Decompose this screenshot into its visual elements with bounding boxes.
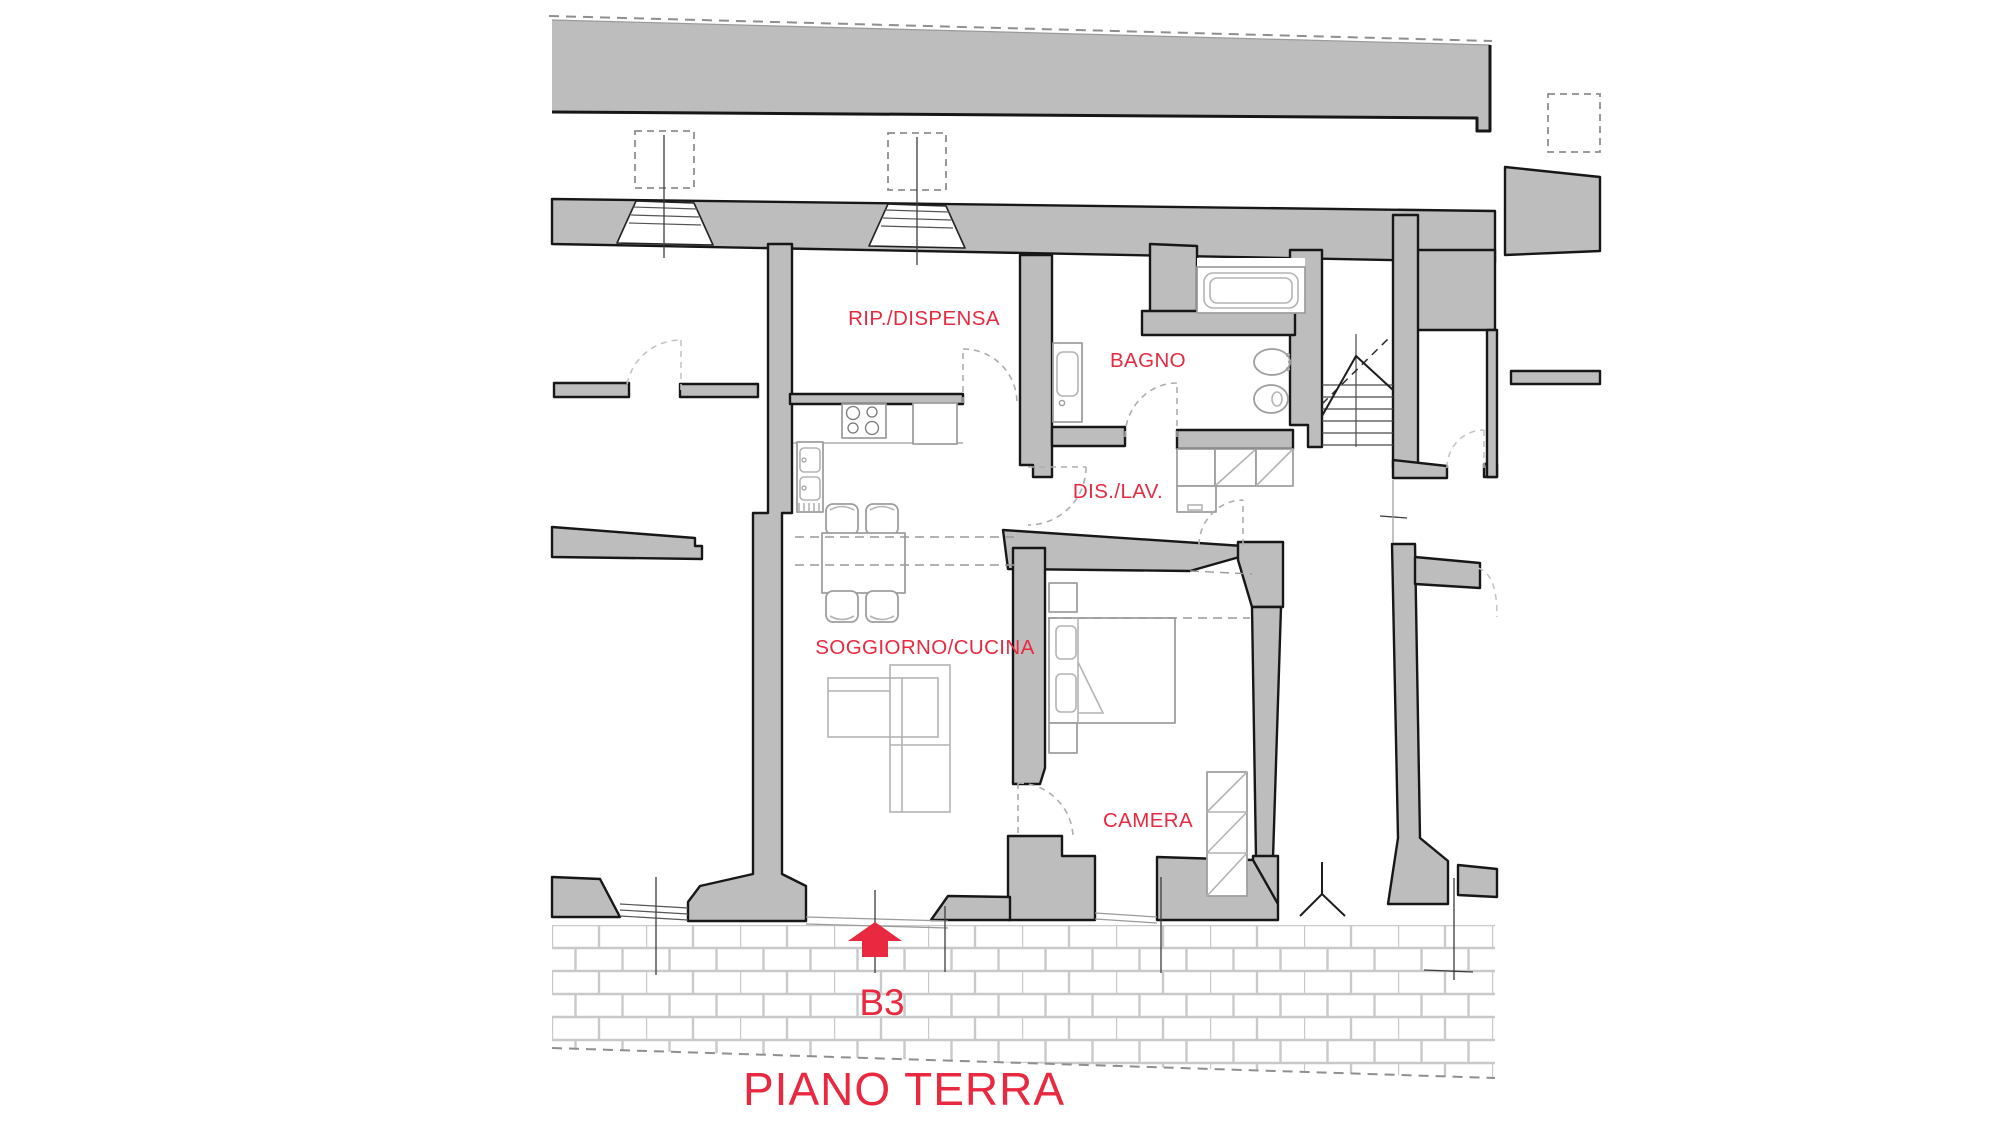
wall-dispensa-east-pier [1018, 253, 1054, 479]
room-label-soggiorno-cucina: SOGGIORNO/CUCINA [815, 636, 1034, 659]
washing-machine [1176, 485, 1217, 513]
wall-neighbor-partition-left [552, 381, 631, 399]
nightstand [1048, 582, 1078, 613]
wall-camera-east [1250, 605, 1283, 860]
wall-dislav-south [1001, 528, 1245, 573]
kitchen-sink [796, 441, 824, 513]
toilet [1253, 384, 1289, 414]
wall-right-room-east [1485, 328, 1499, 479]
wall-top-right-wedge [1503, 165, 1602, 257]
window-1-opening [616, 200, 714, 246]
wall-camera-southwest-pier [1006, 834, 1097, 922]
door-camera [1017, 782, 1074, 839]
pillow [1055, 625, 1077, 660]
room-label-bagno: BAGNO [1110, 349, 1186, 372]
walls [548, 15, 1602, 923]
doors [625, 339, 1498, 839]
door-dislav-camera [1198, 499, 1244, 546]
door-right-room [1446, 429, 1485, 469]
wall-neighbor-slab [550, 525, 704, 561]
wall-camera-northeast-corner [1236, 540, 1285, 609]
entrance-arrow-icon [848, 922, 902, 957]
stair-cut-dashed [1321, 335, 1392, 405]
wall-top-right-strip [1509, 369, 1602, 386]
pillow [1055, 673, 1077, 713]
brick-sidewalk [551, 925, 1496, 1079]
soggiorno-beam-lines [795, 536, 1018, 566]
wall-bottom-right-piece [1456, 863, 1499, 899]
kitchen-counter-unit [912, 402, 958, 445]
section-line-cross [1423, 878, 1474, 980]
kitchen-block [793, 402, 963, 513]
door-east-lower [1477, 567, 1498, 618]
beam-lines [795, 536, 1253, 619]
wall-east-lower [1386, 542, 1450, 906]
camera-south-window [1094, 912, 1158, 924]
wall-bagno-south-east-strip [1175, 428, 1295, 451]
nightstand [1048, 722, 1078, 754]
site-boundary-dashed-line [551, 1047, 1496, 1079]
wardrobe [1206, 771, 1248, 897]
south-window-glazing [619, 903, 689, 921]
survey-marks [655, 862, 1474, 980]
bathtub [1196, 266, 1306, 314]
door-dislav-west [1027, 466, 1087, 526]
sofa [827, 664, 951, 813]
wall-southwest-piece [550, 875, 622, 919]
chair [865, 590, 899, 623]
room-label-camera: CAMERA [1103, 809, 1193, 832]
dining-table [821, 503, 906, 623]
wall-top-right-mass [1414, 248, 1497, 332]
wall-bagno-north-column [1148, 242, 1199, 319]
wall-bagno-south-west-stub [1050, 425, 1127, 448]
laundry-cabinets [1176, 448, 1294, 513]
door-neighbor [625, 339, 682, 396]
window-3-dashed-box [1547, 93, 1601, 153]
bidet [1253, 348, 1293, 376]
wall-neighbor-partition-right [678, 382, 760, 399]
wall-top-band [552, 20, 1490, 131]
wall-camera-west [1011, 546, 1047, 786]
room-label-rip-dispensa: RIP./DISPENSA [848, 307, 1000, 330]
room-label-dis-lav: DIS./LAV. [1073, 480, 1163, 503]
bed-fold-corner [1077, 661, 1105, 714]
unit-label: B3 [859, 982, 904, 1023]
wall-tub-front-stub [1140, 309, 1297, 337]
wall-entrance-east-pier [929, 894, 1012, 922]
wall-unit-west [686, 242, 808, 923]
camera-north-opening [1189, 570, 1253, 575]
bench-mark-chevron [1299, 862, 1346, 917]
double-bed [1048, 582, 1176, 754]
stove [841, 403, 887, 439]
door-dispensa [962, 348, 1018, 404]
wall-stair-east [1391, 213, 1420, 470]
chair [825, 590, 859, 623]
floor-title: PIANO TERRA [743, 1063, 1065, 1115]
staircase [1321, 334, 1394, 447]
wall-right-room-south [1391, 458, 1449, 480]
top-dashed-edge [548, 15, 1493, 42]
wall-east-jut [1413, 555, 1482, 590]
stair-cut-line [1321, 354, 1394, 417]
labels: RIP./DISPENSA BAGNO DIS./LAV. SOGGIORNO/… [743, 307, 1193, 1115]
door-bagno [1124, 382, 1178, 438]
bathroom-sink [1052, 342, 1083, 423]
furniture [793, 266, 1306, 897]
